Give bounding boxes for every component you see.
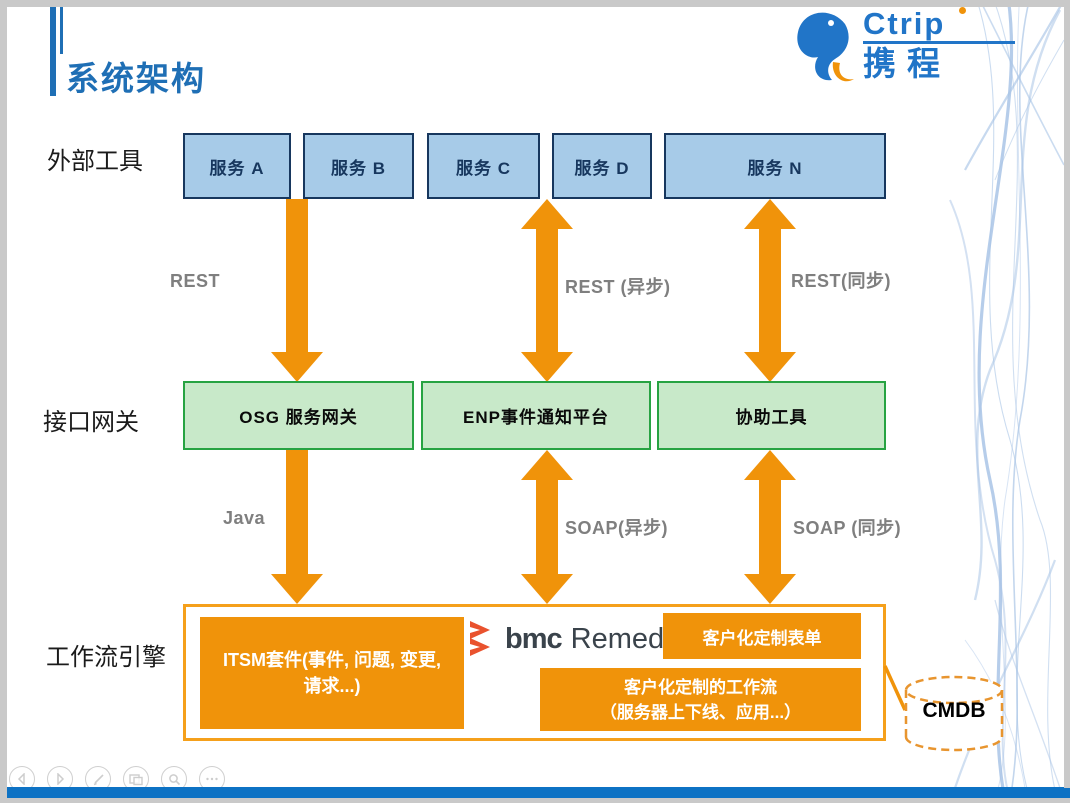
next-slide-icon bbox=[57, 773, 65, 785]
arrow-rest-down bbox=[271, 199, 323, 382]
title-accent-bar bbox=[50, 2, 56, 96]
service-box-a: 服务 A bbox=[183, 133, 291, 199]
more-options-icon bbox=[206, 777, 218, 781]
connection-label-java: Java bbox=[223, 508, 266, 528]
logo-underline bbox=[863, 41, 1015, 44]
title-accent-bar-thin bbox=[60, 4, 63, 54]
cmdb-connector-line bbox=[883, 665, 907, 711]
arrow-rest-async-double bbox=[521, 199, 573, 382]
arrow-soap-sync-double bbox=[744, 450, 796, 604]
logo-brand-en: Ctrip bbox=[863, 6, 966, 41]
connection-label-rest-sync: REST(同步) bbox=[791, 271, 891, 291]
connection-label-rest: REST bbox=[170, 271, 221, 291]
service-box-b: 服务 B bbox=[303, 133, 414, 199]
gateway-box-assist: 协助工具 bbox=[657, 381, 886, 450]
custom-form-box: 客户化定制表单 bbox=[663, 613, 861, 659]
gateway-box-enp: ENP事件通知平台 bbox=[421, 381, 651, 450]
logo-brand-cn: 携程 bbox=[863, 45, 951, 82]
itsm-suite-box: ITSM套件(事件, 问题, 变更, 请求...) bbox=[200, 617, 464, 729]
service-box-n: 服务 N bbox=[664, 133, 886, 199]
slides-overview-icon bbox=[129, 773, 143, 785]
arrow-soap-async-double bbox=[521, 450, 573, 604]
row-label-gateway: 接口网关 bbox=[43, 409, 139, 436]
arrow-rest-sync-double bbox=[744, 199, 796, 382]
bmc-logo-text-bold: bmc bbox=[505, 622, 563, 655]
zoom-icon bbox=[168, 773, 180, 785]
custom-workflow-box: 客户化定制的工作流 （服务器上下线、应用...） bbox=[540, 668, 861, 731]
frame-left bbox=[0, 0, 7, 803]
logo-text: Ctrip 携程 bbox=[863, 6, 1015, 82]
bottom-blue-bar bbox=[0, 787, 1070, 798]
previous-slide-icon bbox=[17, 773, 25, 785]
page-title: 系统架构 bbox=[66, 60, 206, 97]
logo-brand-en-text: Ctrip bbox=[863, 6, 946, 41]
bmc-logo-text-regular: Remedy bbox=[570, 622, 679, 655]
connection-label-rest-async: REST (异步) bbox=[565, 277, 671, 297]
cmdb-label: CMDB bbox=[922, 699, 986, 722]
connection-label-soap-async: SOAP(异步) bbox=[565, 518, 668, 538]
ctrip-logo: Ctrip 携程 bbox=[793, 6, 1015, 88]
pen-annotate-icon bbox=[93, 773, 104, 785]
frame-top bbox=[0, 0, 1070, 7]
frame-bottom bbox=[0, 798, 1070, 803]
frame-right bbox=[1064, 0, 1070, 788]
bmc-chevron-icon bbox=[470, 621, 490, 656]
dolphin-icon bbox=[797, 12, 854, 82]
bmc-remedy-logo: bmc Remedy bbox=[468, 616, 679, 662]
gateway-box-osg: OSG 服务网关 bbox=[183, 381, 414, 450]
service-box-c: 服务 C bbox=[427, 133, 540, 199]
logo-i-dot bbox=[959, 7, 966, 14]
row-label-external-tools: 外部工具 bbox=[47, 148, 143, 175]
connection-label-soap-sync: SOAP (同步) bbox=[793, 518, 902, 538]
service-box-d: 服务 D bbox=[552, 133, 652, 199]
row-label-workflow-engine: 工作流引擎 bbox=[46, 644, 166, 671]
arrow-java-down bbox=[271, 450, 323, 604]
